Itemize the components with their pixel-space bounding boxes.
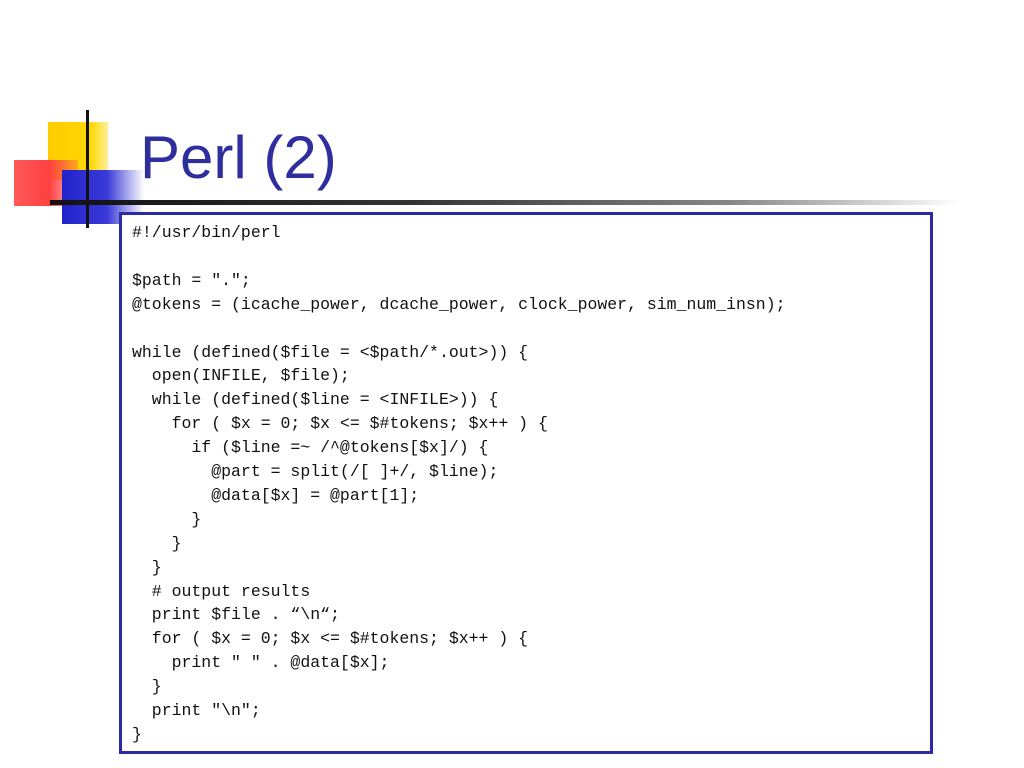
decor-vertical-line — [86, 110, 89, 228]
code-line: $path = "."; — [132, 270, 251, 290]
code-line: #!/usr/bin/perl — [132, 223, 281, 242]
code-line — [132, 317, 930, 341]
code-line: while (defined($line = <INFILE>)) { — [132, 390, 499, 410]
code-line: # output results — [132, 581, 311, 601]
code-line: @part = split(/[ ]+/, $line); — [132, 462, 499, 482]
code-line: if ($line =~ /^@tokens[$x]/) { — [132, 438, 489, 458]
code-line: } — [132, 557, 162, 577]
code-box: #!/usr/bin/perl $path = "."; @tokens = (ic… — [119, 212, 933, 754]
code-line: for ( $x = 0; $x <= $#tokens; $x++ ) { — [132, 629, 529, 649]
title-underline — [50, 200, 960, 205]
slide-title: Perl (2) — [140, 124, 337, 191]
code-line: } — [132, 533, 182, 553]
code-line: for ( $x = 0; $x <= $#tokens; $x++ ) { — [132, 414, 548, 434]
code-line: } — [132, 509, 202, 529]
code-line: } — [132, 725, 142, 744]
code-line — [132, 245, 930, 269]
code-line: print " " . @data[$x]; — [132, 653, 390, 673]
code-block: #!/usr/bin/perl $path = "."; @tokens = (ic… — [122, 215, 930, 747]
code-line: @data[$x] = @part[1]; — [132, 485, 420, 505]
code-line: open(INFILE, $file); — [132, 366, 350, 386]
code-line: } — [132, 677, 162, 697]
code-line: @tokens = (icache_power, dcache_power, c… — [132, 294, 786, 314]
code-line: while (defined($file = <$path/*.out>)) { — [132, 342, 529, 362]
code-line: print "\n"; — [132, 701, 261, 721]
code-line: print $file . “\n“; — [132, 605, 340, 625]
